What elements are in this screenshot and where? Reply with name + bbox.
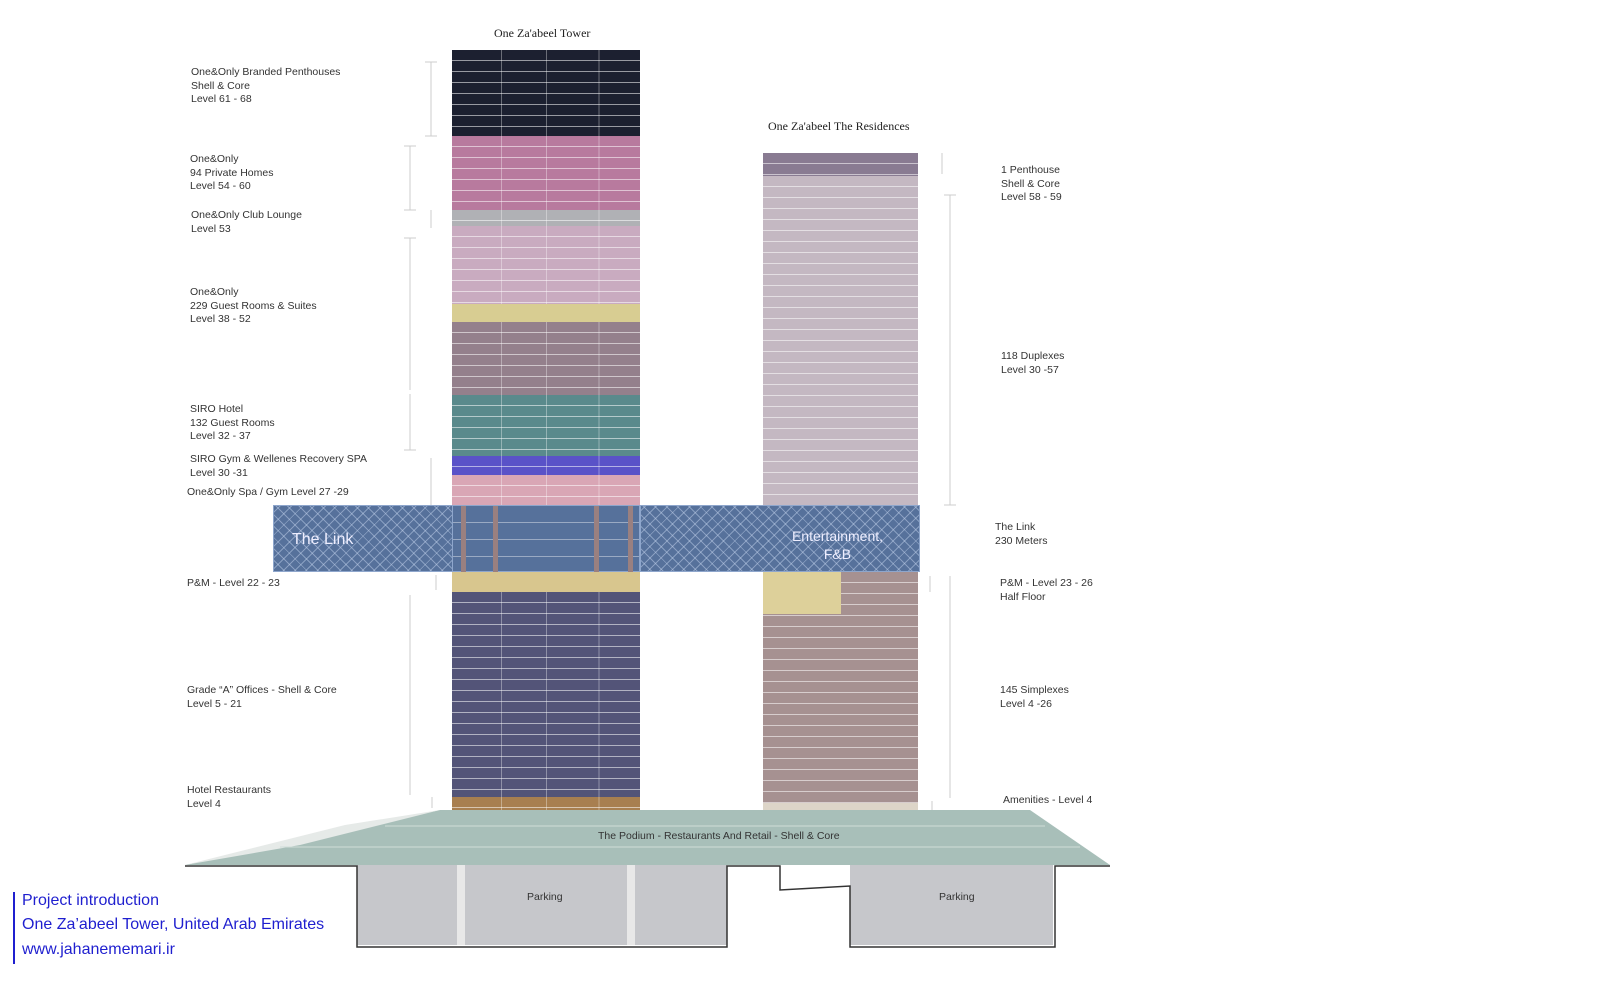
restaurants-block: [452, 797, 640, 810]
link-bridge-left: [273, 505, 453, 572]
parking-label-right: Parking: [939, 891, 975, 903]
label-pm-left: P&M - Level 22 - 23: [187, 577, 280, 589]
penthouse-block: [763, 153, 918, 176]
parking-right: [850, 865, 1053, 945]
podium-label: The Podium - Restaurants And Retail - Sh…: [598, 830, 840, 842]
pm-block: [452, 572, 640, 592]
siro-hotel-block: [452, 395, 640, 456]
tower-title: One Za'abeel Tower: [494, 26, 591, 40]
amenities-block: [763, 803, 918, 810]
spa-gym-block: [452, 475, 640, 505]
link-label: The Link: [292, 531, 354, 548]
mechanical-floor: [452, 304, 640, 322]
parking-left: [357, 865, 727, 945]
pm-half-floor: [763, 572, 841, 614]
entertainment-label: Entertainment, F&B: [770, 527, 905, 563]
footer-project: One Za’abeel Tower, United Arab Emirates: [22, 916, 325, 933]
link-tower-section: [452, 505, 640, 572]
entertainment-line: Entertainment,: [791, 528, 884, 544]
siro-gym-block: [452, 456, 640, 475]
residences-title: One Za'abeel The Residences: [768, 119, 910, 133]
guest-rooms-block: [452, 226, 640, 304]
link-bridge-right: [640, 505, 920, 572]
label-amenities: Amenities - Level 4: [1003, 794, 1093, 806]
duplexes-block: [763, 176, 918, 505]
suites-block: [452, 322, 640, 395]
penthouses-block: [452, 50, 640, 136]
offices-block: [452, 592, 640, 797]
label-spa-gym: One&Only Spa / Gym Level 27 -29: [187, 486, 349, 498]
club-lounge-block: [452, 210, 640, 226]
footer-website[interactable]: www.jahanememari.ir: [22, 941, 175, 958]
footer-title: Project introduction: [22, 892, 159, 909]
podium: [185, 810, 1110, 865]
fb-line: F&B: [823, 546, 852, 562]
parking-label-left: Parking: [527, 891, 563, 903]
private-homes-block: [452, 136, 640, 210]
footer-bar: [13, 892, 15, 964]
